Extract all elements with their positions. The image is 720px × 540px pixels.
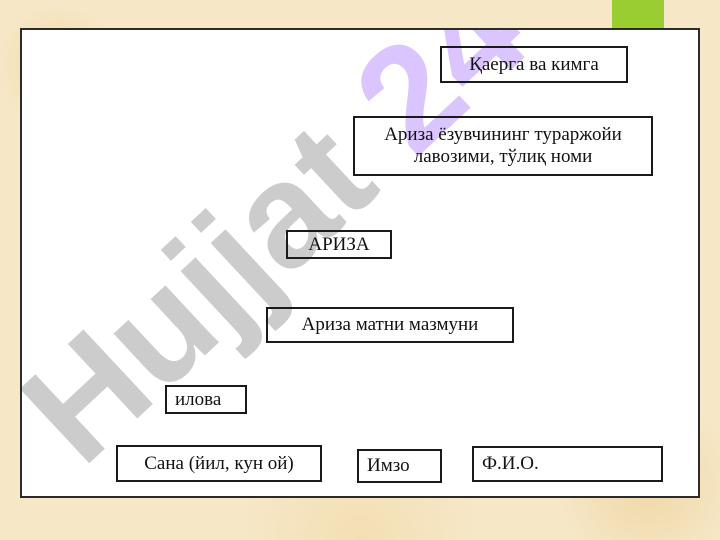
document-panel: Hujjat 24 Қаерга ва кимга Ариза ёзувчини… [20,28,700,498]
svg-text:Hujjat: Hujjat [22,92,405,493]
attachment-text: илова [175,388,222,410]
watermark-logo: Hujjat 24 [22,30,557,493]
attachment-box: илова [165,385,247,414]
applicant-box: Ариза ёзувчининг тураржойи лавозими, тўл… [353,116,653,176]
applicant-line2: лавозими, тўлиқ номи [413,146,593,167]
accent-square [612,0,664,28]
full-name-box: Ф.И.О. [472,446,663,482]
document-title: АРИЗА [308,233,370,255]
title-box: АРИЗА [286,230,392,259]
signature-text: Имзо [367,455,410,476]
date-text: Сана (йил, кун ой) [144,452,294,474]
body-box: Ариза матни мазмуни [266,307,514,343]
signature-box: Имзо [357,449,442,483]
body-text: Ариза матни мазмуни [301,314,479,335]
full-name-text: Ф.И.О. [482,453,539,474]
recipient-box: Қаерга ва кимга [440,46,628,83]
date-box: Сана (йил, кун ой) [116,445,322,482]
applicant-line1: Ариза ёзувчининг тураржойи [384,124,622,145]
recipient-text: Қаерга ва кимга [469,53,599,75]
